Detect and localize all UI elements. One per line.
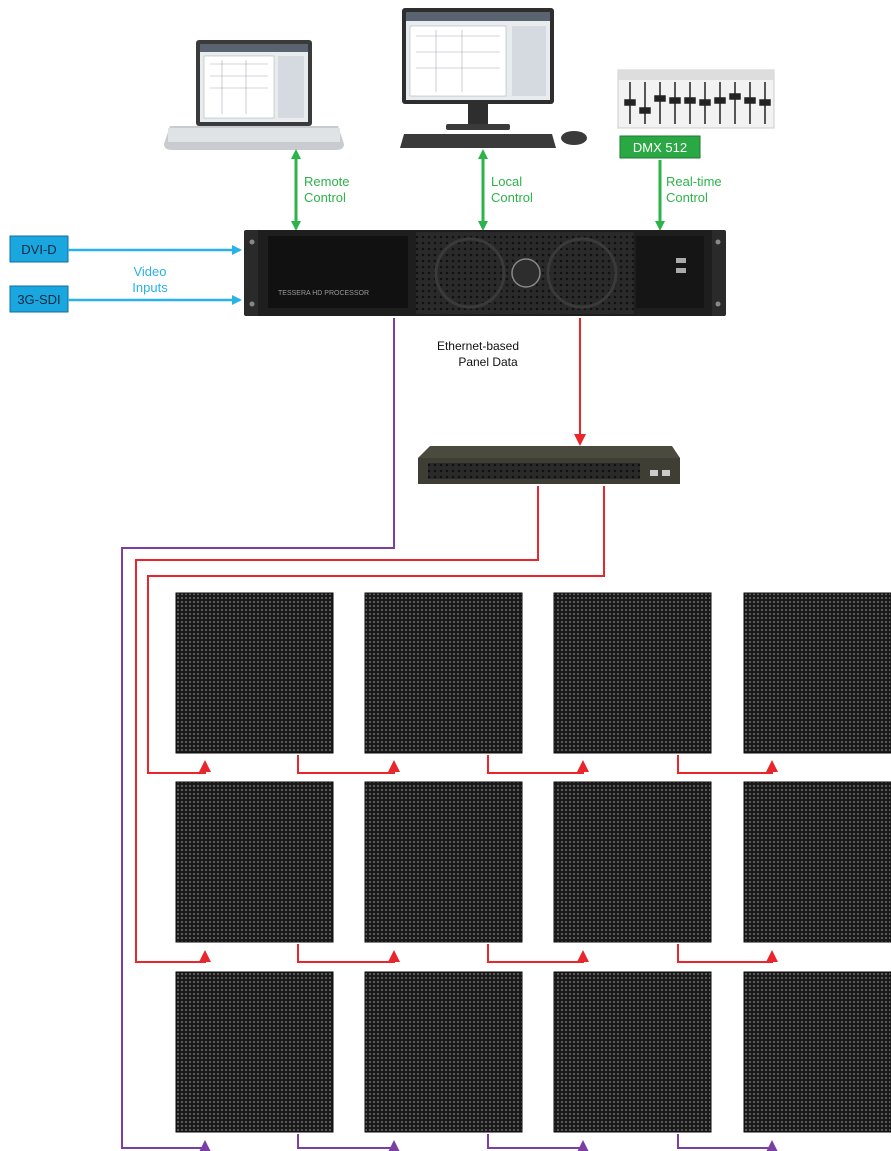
led-panel-r3-c1 [175, 971, 334, 1133]
remote-control-label-2: Control [304, 190, 346, 205]
led-panel-r3-c2 [364, 971, 523, 1133]
ethernet-label-1: Ethernet-based [437, 339, 519, 353]
dvi-d-input-box: DVI-D [9, 235, 69, 263]
led-panel-grid [175, 592, 891, 1133]
led-panel-r3-c3 [553, 971, 712, 1133]
row3-link-2 [487, 1134, 589, 1151]
panel-purple-lines [121, 318, 778, 1151]
row3-link-3 [677, 1134, 778, 1151]
realtime-control-label-2: Control [666, 190, 708, 205]
local-control-label-2: Control [491, 190, 533, 205]
3g-sdi-label: 3G-SDI [17, 292, 60, 307]
row1-link-3 [677, 755, 778, 774]
led-panel-r2-c1 [175, 781, 334, 943]
led-panel-r2-c4 [743, 781, 891, 943]
led-panel-r2-c2 [364, 781, 523, 943]
realtime-control-label-1: Real-time [666, 174, 722, 189]
desktop-monitor-icon [400, 8, 587, 148]
led-panel-r3-c4 [743, 971, 891, 1133]
dmx-512-box: DMX 512 [619, 135, 701, 159]
row1-link-1 [297, 755, 400, 774]
remote-control-label-1: Remote [304, 174, 350, 189]
processor-logo-icon [511, 258, 541, 288]
video-inputs-label-1: Video [133, 264, 166, 279]
dvi-d-label: DVI-D [21, 242, 56, 257]
row3-link-1 [297, 1134, 400, 1151]
video-inputs-label-2: Inputs [132, 280, 168, 295]
led-panel-r1-c4 [743, 592, 891, 754]
row1-link-2 [487, 755, 589, 774]
dmx-512-label: DMX 512 [633, 140, 687, 155]
led-panel-r1-c1 [175, 592, 334, 754]
processor-to-row3-line [121, 318, 395, 1151]
row2-link-3 [677, 944, 778, 963]
switch-to-row2-line [135, 486, 539, 963]
led-panel-r1-c2 [364, 592, 523, 754]
local-control-label-1: Local [491, 174, 522, 189]
3g-sdi-input-box: 3G-SDI [9, 285, 69, 313]
led-panel-r2-c3 [553, 781, 712, 943]
network-switch-icon [418, 446, 680, 484]
led-panel-r1-c3 [553, 592, 712, 754]
processor-brand-label: TESSERA HD PROCESSOR [278, 290, 369, 297]
laptop-icon [164, 40, 344, 150]
row2-link-1 [297, 944, 400, 963]
switch-to-row1-line [147, 486, 605, 774]
panel-data-lines [135, 486, 778, 963]
row2-link-2 [487, 944, 589, 963]
dmx-console-icon [617, 69, 775, 129]
hd-processor-unit: TESSERA HD PROCESSOR [244, 230, 726, 316]
ethernet-label-2: Panel Data [458, 355, 518, 369]
